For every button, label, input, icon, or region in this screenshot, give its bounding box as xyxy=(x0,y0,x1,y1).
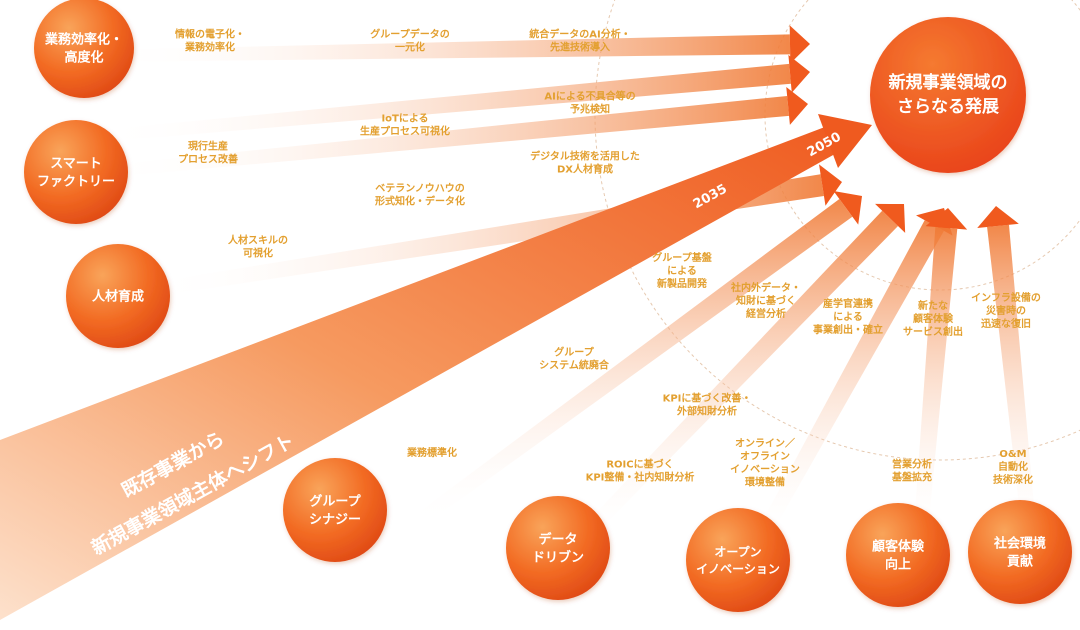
node-label-group-synergy: グループシナジー xyxy=(309,494,362,528)
step-label-cx-1: 営業分析基盤拡充 xyxy=(891,458,932,484)
step-label-efficiency-2: グループデータの一元化 xyxy=(370,28,449,54)
step-label-talent-2: ベテランノウハウの形式知化・データ化 xyxy=(375,183,465,208)
roadmap-arrow-8 xyxy=(913,208,968,541)
node-label-customer-experience: 顧客体験向上 xyxy=(872,539,925,573)
node-circle-customer-experience xyxy=(846,503,950,607)
node-social-environment: 社会環境貢献 xyxy=(968,500,1072,604)
node-label-social-environment: 社会環境貢献 xyxy=(993,536,1046,570)
step-label-open-1: オンライン／オフラインイノベーション環境整備 xyxy=(730,437,800,489)
node-label-smart-factory: スマートファクトリー xyxy=(37,157,115,190)
node-circle-data-driven xyxy=(506,496,610,600)
step-label-open-2: 産学官連携による事業創出・確立 xyxy=(813,297,883,336)
goal-circle xyxy=(870,17,1026,173)
node-label-efficiency: 業務効率化・高度化 xyxy=(44,32,123,66)
step-label-data-2: KPIに基づく改善・外部知財分析 xyxy=(663,392,752,418)
node-customer-experience: 顧客体験向上 xyxy=(846,503,950,607)
roadmap-arrow-5 xyxy=(415,190,862,526)
step-label-synergy-3: グループ基盤による新製品開発 xyxy=(652,251,712,290)
node-circle-efficiency xyxy=(34,0,134,98)
goal-label: 新規事業領域のさらなる発展 xyxy=(889,72,1008,117)
node-group-synergy: グループシナジー xyxy=(283,458,387,562)
shift-arrow xyxy=(0,114,872,620)
step-label-efficiency-1: 情報の電子化・業務効率化 xyxy=(175,28,245,54)
node-circle-open-innovation xyxy=(686,508,790,612)
node-label-open-innovation: オープンイノベーション xyxy=(696,544,780,576)
step-label-efficiency-3: 統合データのAI分析・先進技術導入 xyxy=(529,28,630,54)
step-label-talent-1: 人材スキルの可視化 xyxy=(228,234,288,260)
arrows-layer xyxy=(99,25,1037,545)
step-label-factory-1: 現行生産プロセス改善 xyxy=(178,140,238,166)
node-data-driven: データドリブン xyxy=(506,496,610,600)
node-smart-factory: スマートファクトリー xyxy=(24,120,128,224)
node-circle-talent xyxy=(66,244,170,348)
node-circle-social-environment xyxy=(968,500,1072,604)
step-label-cx-2: 新たな顧客体験サービス創出 xyxy=(903,299,963,338)
roadmap-arrow-3 xyxy=(99,86,808,178)
node-circle-group-synergy xyxy=(283,458,387,562)
step-label-factory-3: AIによる不具合等の予兆検知 xyxy=(544,90,635,116)
step-label-social-2: インフラ設備の災害時の迅速な復旧 xyxy=(971,291,1041,330)
step-label-synergy-2: グループシステム統廃合 xyxy=(539,346,610,372)
step-label-factory-2: IoTによる生産プロセス可視化 xyxy=(360,113,450,138)
roadmap-arrow-1 xyxy=(99,25,810,64)
concentric-arcs xyxy=(594,0,1080,461)
roadmap-arrow-2 xyxy=(99,54,810,142)
node-talent: 人材育成 xyxy=(66,244,170,348)
goal-node: 新規事業領域のさらなる発展 xyxy=(870,17,1026,173)
node-label-data-driven: データドリブン xyxy=(532,532,584,566)
node-efficiency: 業務効率化・高度化 xyxy=(34,0,134,98)
node-circle-smart-factory xyxy=(24,120,128,224)
node-open-innovation: オープンイノベーション xyxy=(686,508,790,612)
step-label-data-3: 社内外データ・知財に基づく経営分析 xyxy=(730,281,801,320)
roadmap-arrow-9 xyxy=(977,206,1037,541)
roadmap-arrow-6 xyxy=(574,203,906,545)
step-label-synergy-1: 業務標準化 xyxy=(406,446,457,459)
node-label-talent: 人材育成 xyxy=(92,289,144,305)
